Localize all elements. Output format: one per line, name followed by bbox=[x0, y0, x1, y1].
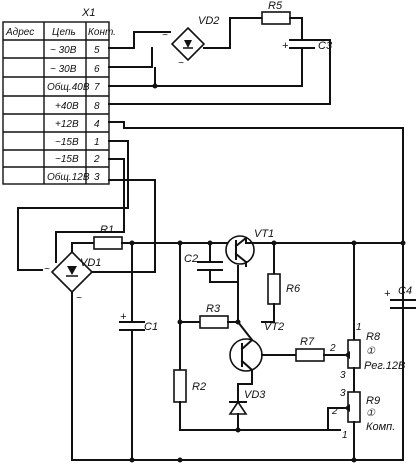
c3-plus: + bbox=[282, 40, 289, 52]
circuit-cell: Общ.40В bbox=[47, 81, 90, 93]
tilde-mark: ~ bbox=[76, 293, 82, 304]
c4-label: C4 bbox=[398, 285, 412, 297]
circuit-cell: ~15В bbox=[55, 154, 79, 165]
header-contact: Конт. bbox=[88, 27, 116, 38]
r5-label: R5 bbox=[268, 0, 283, 12]
r7-label: R7 bbox=[300, 336, 315, 348]
r8-pin1: 1 bbox=[356, 322, 362, 333]
diode-bridge-vd1: VD1 ~ ~ R1 bbox=[44, 179, 404, 461]
c1-plus: + bbox=[120, 311, 127, 323]
r9-desc: Комп. bbox=[366, 421, 395, 433]
plus12-bus bbox=[108, 121, 404, 461]
circuit-cell: +40В bbox=[55, 101, 79, 112]
r9-pin2: 2 bbox=[331, 406, 338, 417]
tilde-mark: ~ bbox=[44, 264, 50, 275]
resistor-r1 bbox=[93, 236, 123, 250]
contact-cell: 1 bbox=[94, 137, 100, 148]
c2-label: C2 bbox=[184, 253, 198, 265]
transistor-vt2: VT2 bbox=[229, 281, 297, 385]
r8-index: ① bbox=[366, 346, 376, 357]
r2-label: R2 bbox=[192, 381, 206, 393]
diode-bridge-vd2: VD2 ~ ~ bbox=[162, 15, 219, 69]
r8-pin2: 2 bbox=[329, 343, 336, 354]
connector-label: X1 bbox=[81, 7, 95, 19]
r9-pin1: 1 bbox=[342, 430, 348, 441]
r8-pin3: 3 bbox=[340, 370, 346, 381]
circuit-cell: ~15В bbox=[55, 137, 79, 148]
r6-label: R6 bbox=[286, 283, 301, 295]
resistor-r2: R2 bbox=[173, 321, 341, 431]
header-address: Адрес bbox=[5, 27, 34, 38]
contact-cell: 2 bbox=[93, 154, 100, 165]
circuit-cell: ~ 30В bbox=[50, 45, 77, 56]
vd3-label: VD3 bbox=[244, 389, 266, 401]
r8-desc: Рег.12В bbox=[364, 360, 405, 372]
r1-label: R1 bbox=[100, 224, 114, 236]
tilde-mark: ~ bbox=[178, 58, 184, 69]
contact-cell: 7 bbox=[94, 82, 100, 93]
resistor-r7: R7 2 bbox=[295, 336, 345, 362]
zener-vd3: VD3 bbox=[228, 383, 266, 431]
transistor-vt1: VT1 bbox=[207, 228, 404, 267]
contact-cell: 5 bbox=[94, 45, 100, 56]
contact-cell: 4 bbox=[94, 119, 100, 130]
tilde-mark: ~ bbox=[162, 30, 168, 41]
circuit-cell: ~ 30В bbox=[50, 64, 77, 75]
vd1-label: VD1 bbox=[80, 257, 101, 269]
top-rectifier-section: R5 + C3 VD2 ~ ~ bbox=[108, 0, 333, 105]
capacitor-c2: C2 bbox=[184, 242, 239, 283]
r9-index: ① bbox=[366, 408, 376, 419]
contact-cell: 6 bbox=[94, 64, 100, 75]
c4-plus: + bbox=[384, 288, 391, 300]
capacitor-c4: + C4 bbox=[384, 240, 416, 309]
r8-label: R8 bbox=[366, 331, 381, 343]
circuit-cell: Общ.12В bbox=[47, 171, 90, 183]
c1-label: C1 bbox=[144, 321, 158, 333]
connector-x1: X1 Адрес Цепь Конт. ~ 30В 5 ~ 30В 6 Общ.… bbox=[2, 7, 116, 185]
vt2-label: VT2 bbox=[264, 321, 284, 333]
capacitor-c1: + C1 bbox=[119, 240, 158, 463]
contact-cell: 8 bbox=[94, 101, 100, 112]
potentiometer-r8: 1 3 R8 ① Рег.12В bbox=[340, 240, 405, 393]
resistor-r3: R3 bbox=[177, 240, 241, 329]
resistor-r5 bbox=[261, 11, 291, 25]
vd2-label: VD2 bbox=[198, 15, 219, 27]
contact-cell: 3 bbox=[94, 172, 100, 183]
r9-label: R9 bbox=[366, 395, 380, 407]
r3-label: R3 bbox=[206, 303, 221, 315]
ac-input-wires bbox=[17, 140, 129, 271]
circuit-cell: +12В bbox=[55, 119, 79, 130]
vt1-label: VT1 bbox=[254, 228, 274, 240]
header-circuit: Цепь bbox=[52, 27, 76, 38]
potentiometer-r9: 3 2 1 R9 ① Комп. bbox=[327, 388, 395, 463]
r9-pin3: 3 bbox=[340, 388, 346, 399]
resistor-r6: R6 bbox=[261, 242, 301, 323]
